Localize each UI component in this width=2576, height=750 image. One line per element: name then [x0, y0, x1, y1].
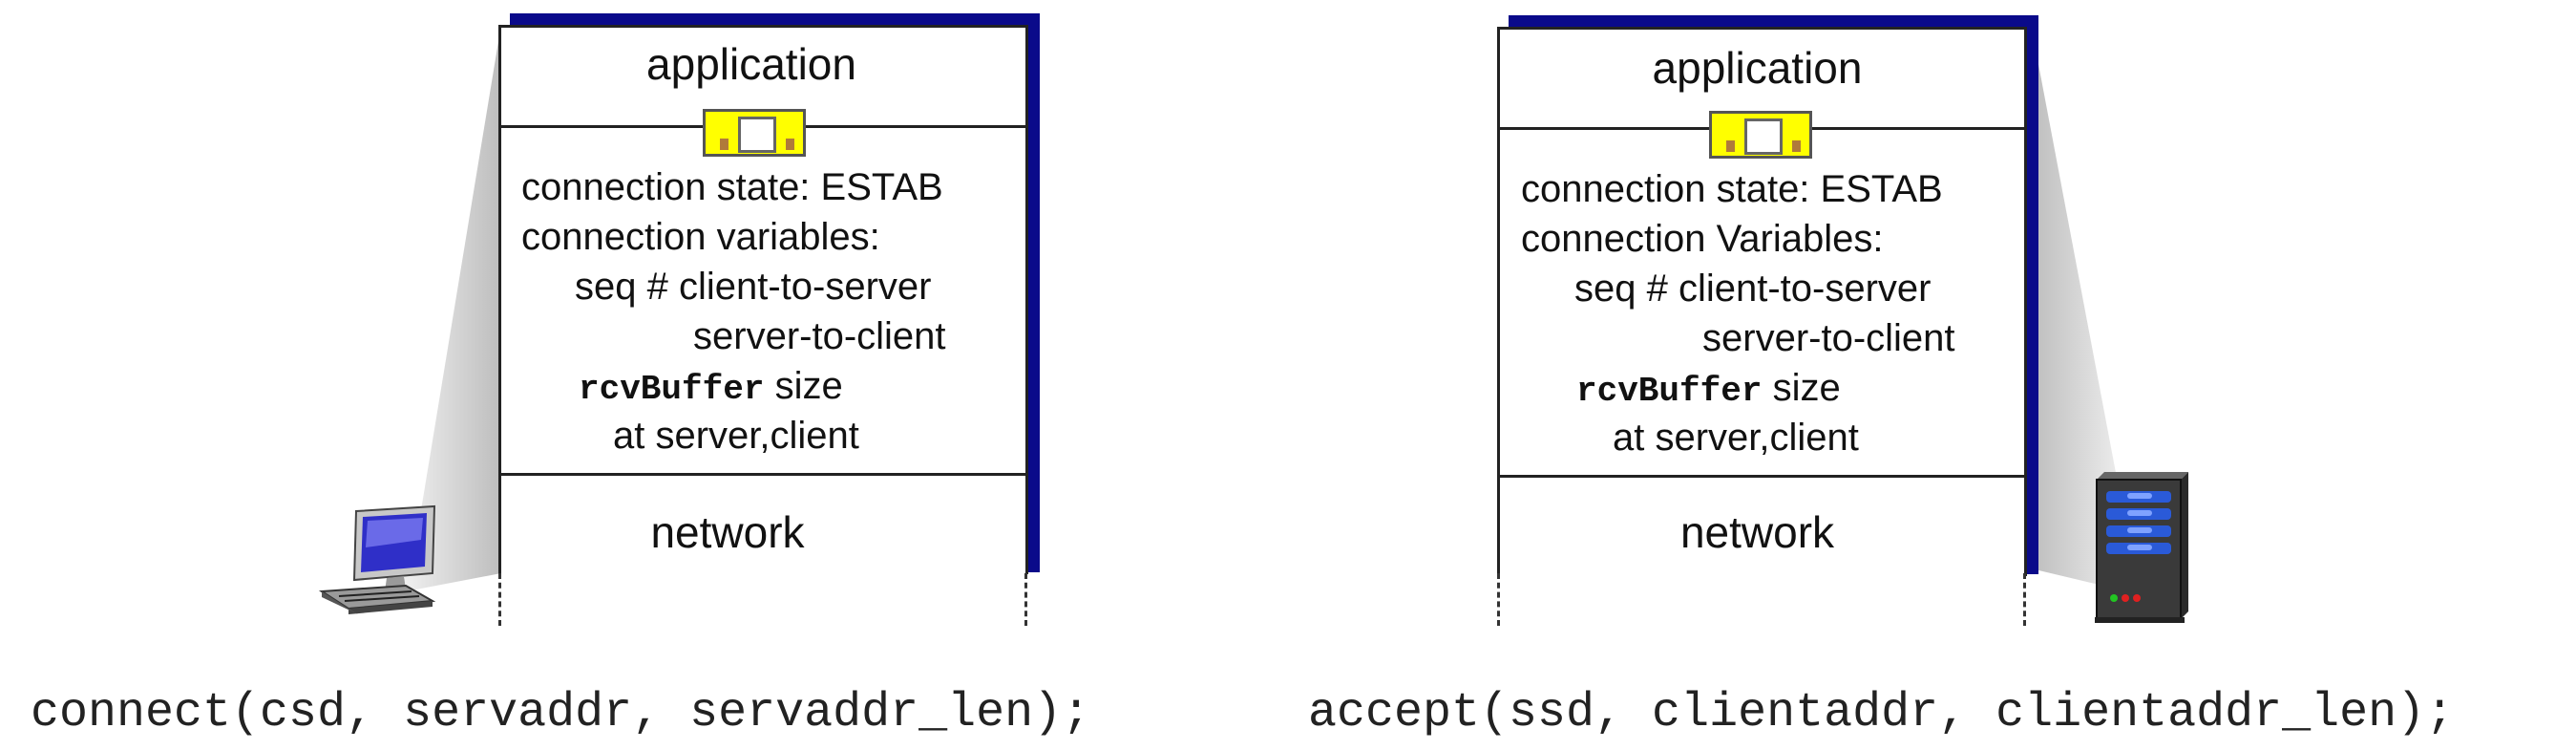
server-stack-dash-left	[1497, 573, 1500, 626]
client-connection-state-block: connection state: ESTAB connection varia…	[521, 162, 1018, 468]
server-application-layer-label: application	[1652, 43, 1863, 93]
client-application-layer-label: application	[646, 39, 856, 89]
server-connection-state: connection state: ESTAB	[1521, 168, 1943, 210]
server-rcvbuffer-line: rcvBuffer size	[1576, 363, 1841, 417]
server-accept-call: accept(ssd, clientaddr, clientaddr_len);	[1308, 686, 2455, 740]
client-perspective-wedge	[401, 24, 501, 592]
server-network-divider	[1497, 475, 2027, 478]
server-rcvbuffer-size: size	[1772, 367, 1841, 409]
server-tower-icon	[2095, 472, 2188, 623]
server-seq-server-to-client: server-to-client	[1702, 317, 1955, 359]
server-socket-icon	[1709, 111, 1812, 159]
client-connection-variables: connection variables:	[521, 216, 880, 258]
server-at-server-client: at server,client	[1613, 417, 1859, 459]
server-stack-dash-right	[2023, 573, 2026, 626]
client-stack-dash-right	[1024, 573, 1027, 626]
client-stack-dash-left	[498, 573, 501, 626]
client-at-server-client: at server,client	[613, 415, 859, 457]
client-rcvbuffer: rcvBuffer	[579, 370, 765, 409]
client-connect-call: connect(csd, servaddr, servaddr_len);	[31, 686, 1091, 740]
client-network-divider	[498, 473, 1028, 476]
server-seq-client-to-server: seq # client-to-server	[1574, 268, 1932, 310]
server-rcvbuffer: rcvBuffer	[1576, 372, 1763, 411]
server-network-layer-label: network	[1679, 507, 1835, 557]
server-perspective-wedge	[2031, 24, 2131, 592]
client-seq-server-to-client: server-to-client	[693, 315, 946, 357]
client-socket-icon	[703, 109, 806, 157]
client-connection-state: connection state: ESTAB	[521, 166, 943, 208]
server-connection-variables: connection Variables:	[1521, 218, 1884, 260]
server-connection-state-block: connection state: ESTAB connection Varia…	[1521, 164, 2017, 470]
client-rcvbuffer-line: rcvBuffer size	[579, 361, 843, 415]
laptop-icon	[318, 504, 436, 614]
client-network-layer-label: network	[650, 507, 805, 557]
client-seq-client-to-server: seq # client-to-server	[575, 266, 932, 308]
client-rcvbuffer-size: size	[774, 365, 843, 407]
